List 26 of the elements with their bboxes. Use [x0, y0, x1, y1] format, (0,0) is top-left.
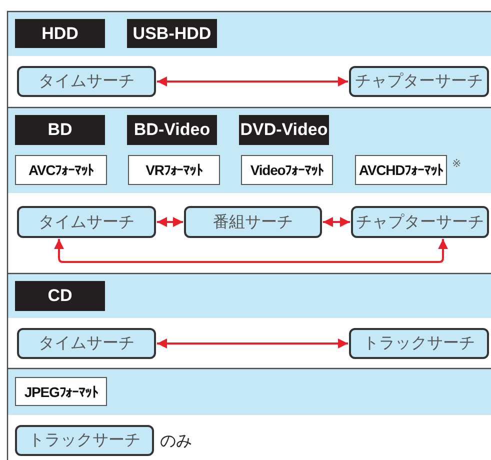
media-label: BD — [15, 115, 105, 145]
search-mode-box: トラックサーチ — [349, 328, 489, 359]
format-label: AVCHDﾌｫｰﾏｯﾄ — [355, 155, 447, 185]
note-text: のみ — [160, 431, 192, 452]
search-mode-box: タイムサーチ — [17, 206, 156, 238]
double-arrow — [157, 76, 348, 86]
search-mode-box: トラックサーチ — [15, 425, 154, 456]
search-mode-box: 番組サーチ — [184, 206, 322, 238]
double-arrow — [54, 239, 448, 263]
media-label: HDD — [15, 19, 105, 48]
media-label: BD-Video — [127, 115, 217, 145]
media-label: CD — [15, 281, 105, 311]
format-label: VRﾌｫｰﾏｯﾄ — [128, 155, 220, 185]
double-arrow — [157, 338, 348, 348]
format-label: JPEGﾌｫｰﾏｯﾄ — [15, 377, 107, 406]
search-mode-box: チャプターサーチ — [349, 66, 489, 97]
search-mode-box: タイムサーチ — [17, 66, 156, 97]
search-mode-box: タイムサーチ — [17, 328, 156, 359]
media-label: USB-HDD — [127, 19, 217, 48]
format-label: Videoﾌｫｰﾏｯﾄ — [241, 155, 333, 185]
footnote-mark: ※ — [452, 157, 462, 170]
double-arrow — [157, 217, 183, 227]
media-label: DVD-Video — [239, 115, 329, 145]
search-mode-box: チャプターサーチ — [351, 206, 489, 238]
double-arrow — [323, 217, 350, 227]
format-label: AVCﾌｫｰﾏｯﾄ — [15, 155, 107, 185]
